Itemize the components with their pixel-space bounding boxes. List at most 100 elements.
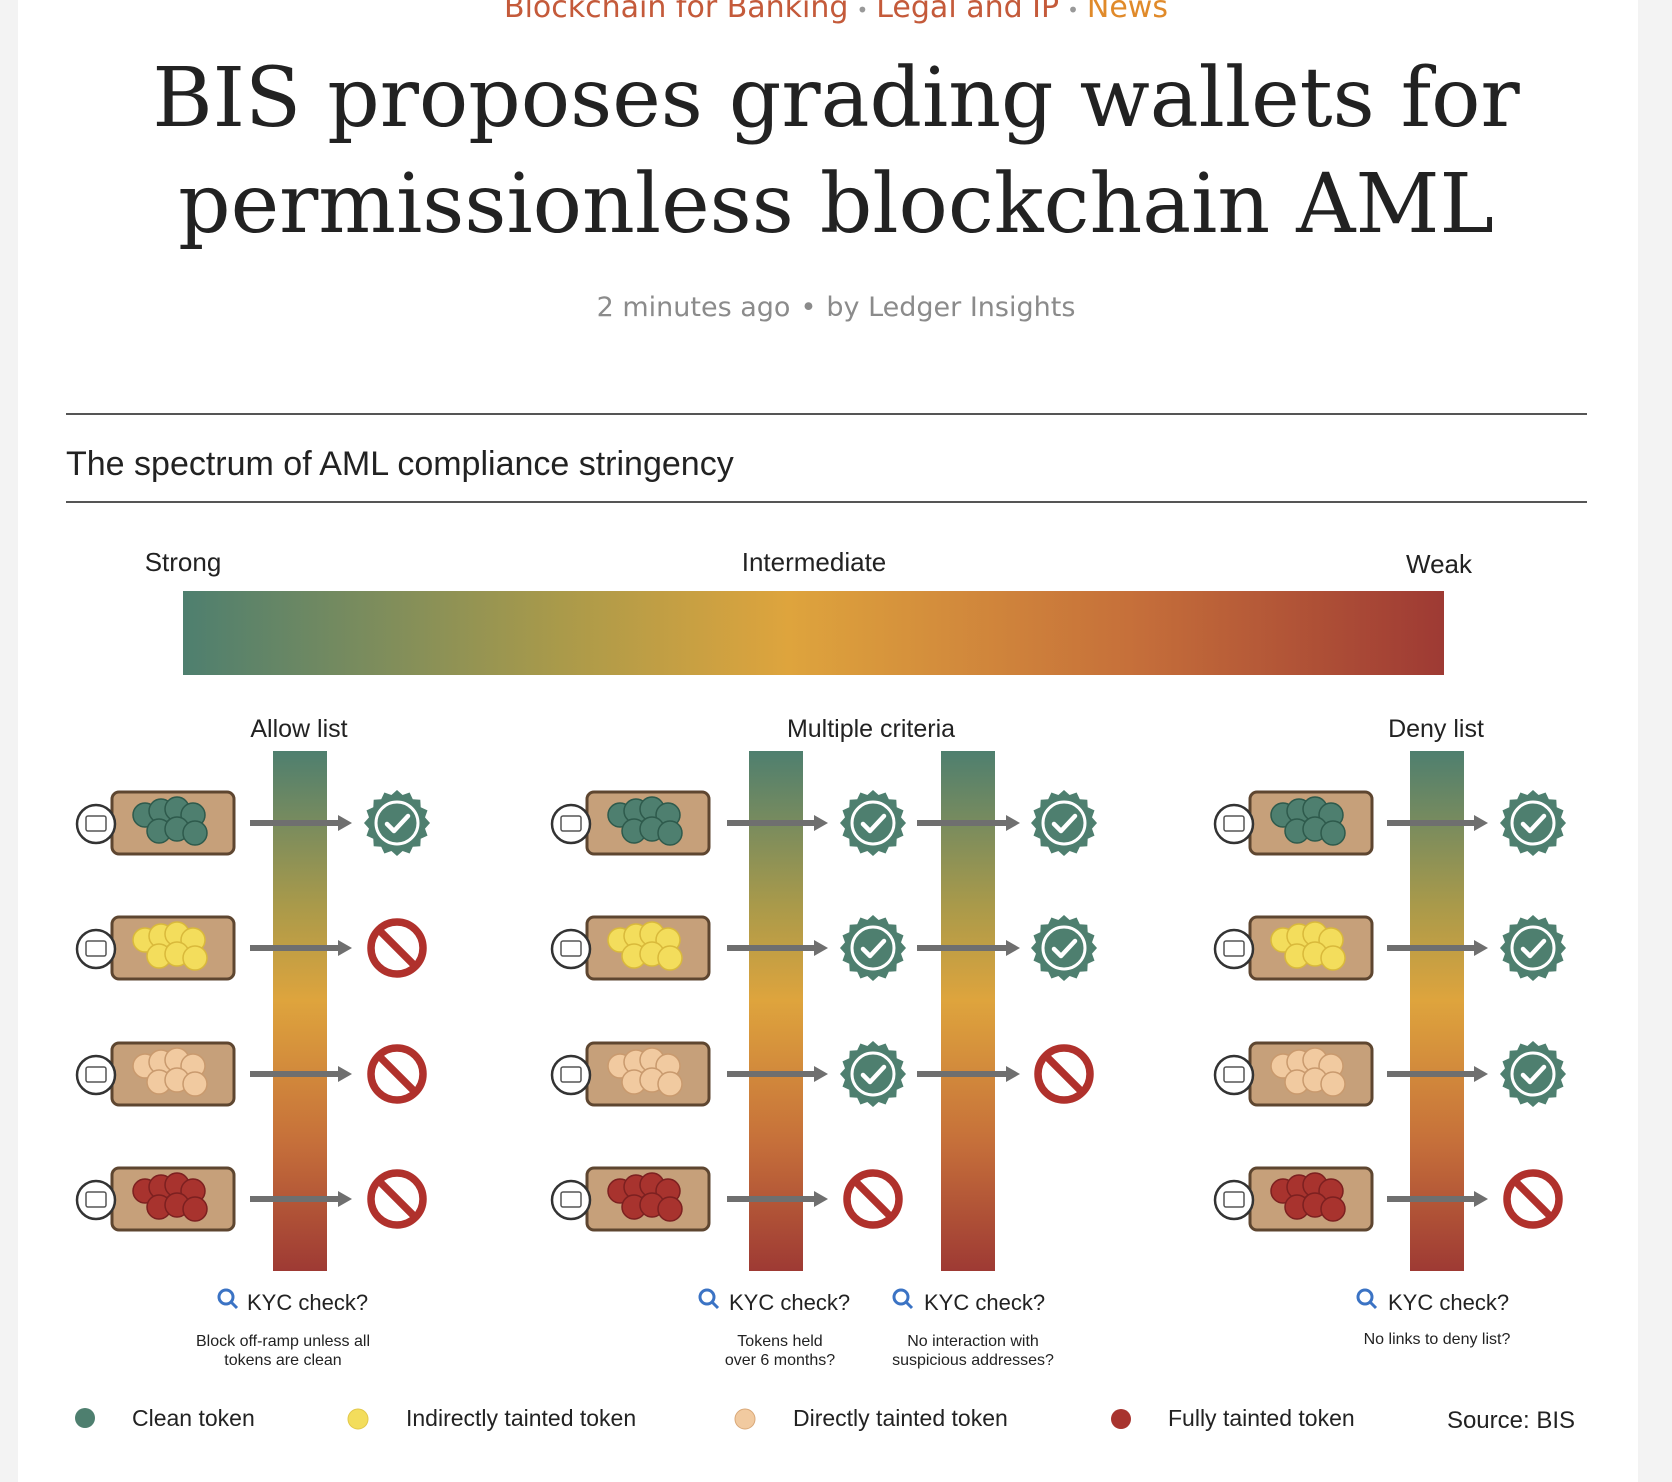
arrow-icon xyxy=(917,1066,1020,1082)
badge-check xyxy=(1520,813,1547,834)
criterion-text-tokens-held-line-2: over 6 months? xyxy=(725,1352,835,1369)
arrow-icon xyxy=(250,940,352,956)
panel-title-multiple-criteria: Multiple criteria xyxy=(787,715,955,743)
figure-rows-layer xyxy=(75,790,1566,1232)
criterion-text-deny: No links to deny list? xyxy=(1364,1331,1511,1348)
arrow-icon xyxy=(1387,1191,1488,1207)
badge-seal xyxy=(1500,790,1566,856)
badge-seal xyxy=(840,1041,906,1107)
prohibited-slash xyxy=(376,1053,418,1095)
checkmark-badge-icon xyxy=(1500,915,1566,981)
arrow-icon xyxy=(1387,940,1488,956)
arrow-head xyxy=(814,1191,828,1207)
badge-check xyxy=(1051,813,1078,834)
prohibited-icon xyxy=(367,1169,427,1229)
criterion-text-allow-line-1: Block off-ramp unless all xyxy=(196,1333,370,1350)
checkmark-badge-icon xyxy=(1500,790,1566,856)
author-link[interactable]: by Ledger Insights xyxy=(826,292,1076,323)
legend-dot-clean xyxy=(75,1408,95,1428)
badge-seal xyxy=(1031,915,1097,981)
checkmark-badge-icon xyxy=(840,915,906,981)
criterion-bar-tokens-held xyxy=(749,751,803,1271)
checkmark-badge-icon xyxy=(1031,790,1097,856)
kyc-check-tokens-held: KYC check? xyxy=(698,1288,850,1315)
category-link-legal-and-ip[interactable]: Legal and IP xyxy=(876,0,1060,25)
magnifier-icon xyxy=(698,1288,716,1306)
panel-title-deny-list: Deny list xyxy=(1388,715,1484,743)
badge-ring xyxy=(850,1051,896,1097)
stringency-gradient-bar xyxy=(183,591,1444,675)
arrow-head xyxy=(814,1066,828,1082)
wallet-indirectly-tainted xyxy=(75,915,236,981)
arrow-icon xyxy=(917,815,1020,831)
prohibited-icon xyxy=(367,1044,427,1104)
checkmark-badge-icon xyxy=(840,1041,906,1107)
article-meta: 2 minutes ago•by Ledger Insights xyxy=(0,292,1672,323)
wallet-icon-inner xyxy=(85,940,107,957)
magnifier-icon xyxy=(217,1288,235,1306)
scale-label-strong: Strong xyxy=(145,547,222,577)
kyc-check-label: KYC check? xyxy=(247,1290,368,1315)
wallet-clean xyxy=(75,790,236,856)
panel-title-allow-list: Allow list xyxy=(250,715,347,743)
wallet-clean xyxy=(1213,790,1374,856)
magnifier-icon-handle xyxy=(904,1300,914,1310)
badge-seal xyxy=(364,790,430,856)
prohibited-slash xyxy=(1043,1053,1085,1095)
prohibited-icon xyxy=(1503,1169,1563,1229)
token-coin xyxy=(182,1196,208,1222)
wallet-icon-inner xyxy=(85,1191,107,1208)
badge-ring xyxy=(1041,800,1087,846)
headline-line-2: permissionless blockchain AML xyxy=(178,157,1494,252)
badge-seal xyxy=(1500,915,1566,981)
token-coin xyxy=(1320,1071,1346,1097)
arrow-head xyxy=(1474,940,1488,956)
token-coin xyxy=(182,820,208,846)
arrow-icon xyxy=(250,1066,352,1082)
arrow-head xyxy=(1474,1191,1488,1207)
badge-check xyxy=(860,813,887,834)
badge-ring xyxy=(1510,800,1556,846)
magnifier-icon-handle xyxy=(1368,1300,1378,1310)
prohibited-icon xyxy=(367,918,427,978)
badge-check xyxy=(860,938,887,959)
wallet-icon-inner xyxy=(560,1191,582,1208)
arrow-head xyxy=(1474,1066,1488,1082)
category-link-news[interactable]: News xyxy=(1086,0,1168,25)
magnifier-icon-handle xyxy=(710,1300,720,1310)
token-coin xyxy=(657,1071,683,1097)
arrow-icon xyxy=(250,815,352,831)
token-coin xyxy=(182,945,208,971)
prohibited-slash xyxy=(376,927,418,969)
category-separator: • xyxy=(856,0,869,22)
badge-seal xyxy=(1500,1041,1566,1107)
magnifier-icon xyxy=(1356,1288,1374,1306)
badge-check xyxy=(1051,938,1078,959)
badge-seal xyxy=(1031,790,1097,856)
badge-check xyxy=(384,813,411,834)
category-link-blockchain-for-banking[interactable]: Blockchain for Banking xyxy=(504,0,849,25)
category-separator: • xyxy=(1067,0,1079,22)
arrow-icon xyxy=(727,1066,828,1082)
legend-label-fully-tainted: Fully tainted token xyxy=(1168,1405,1355,1431)
badge-ring xyxy=(850,800,896,846)
token-coin xyxy=(182,1071,208,1097)
legend-label-directly-tainted: Directly tainted token xyxy=(793,1405,1008,1431)
scale-label-weak: Weak xyxy=(1406,549,1473,579)
arrow-icon xyxy=(727,940,828,956)
wallet-indirectly-tainted xyxy=(550,915,711,981)
wallet-icon-inner xyxy=(1223,1066,1245,1083)
badge-check xyxy=(1520,938,1547,959)
badge-ring xyxy=(1510,1051,1556,1097)
arrow-head xyxy=(814,815,828,831)
token-coin xyxy=(657,1196,683,1222)
prohibited-icon xyxy=(1034,1044,1094,1104)
wallet-indirectly-tainted xyxy=(1213,915,1374,981)
kyc-check-label: KYC check? xyxy=(1388,1290,1509,1315)
prohibited-slash xyxy=(852,1178,894,1220)
wallet-icon-inner xyxy=(1223,1191,1245,1208)
prohibited-slash xyxy=(376,1178,418,1220)
figure-title: The spectrum of AML compliance stringenc… xyxy=(66,445,734,483)
meta-separator: • xyxy=(800,292,817,323)
